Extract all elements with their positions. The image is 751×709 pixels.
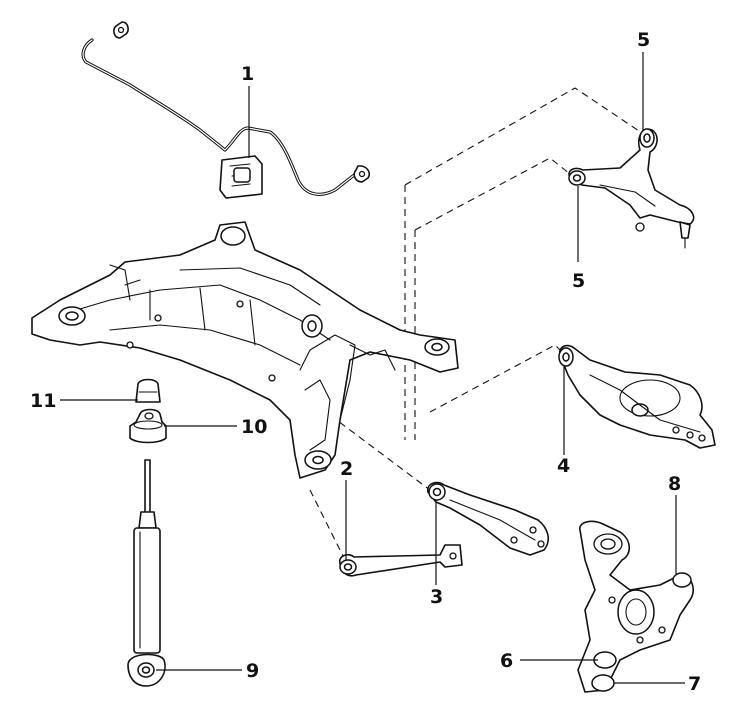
callout-8: 8 xyxy=(668,473,681,495)
stabilizer-bar xyxy=(81,21,371,196)
bump-stop xyxy=(135,378,161,403)
lateral-link xyxy=(338,544,463,577)
lower-control-arm xyxy=(558,344,716,449)
callout-7: 7 xyxy=(688,673,701,695)
assembly-guide-lines xyxy=(309,87,643,561)
callout-leaders xyxy=(60,52,685,684)
radius-arm xyxy=(427,481,550,556)
callout-labels: 1 2 3 4 5 5 6 7 8 9 10 11 xyxy=(30,29,701,695)
callout-3: 3 xyxy=(430,586,443,608)
callout-5-lower: 5 xyxy=(572,270,585,292)
callout-10: 10 xyxy=(241,416,267,438)
callout-5-upper: 5 xyxy=(637,29,650,51)
rear-subframe xyxy=(31,221,459,479)
shock-mount xyxy=(129,408,167,444)
callout-1: 1 xyxy=(241,63,254,85)
upper-control-arm xyxy=(568,128,695,249)
callout-6: 6 xyxy=(500,650,513,672)
callout-9: 9 xyxy=(246,660,259,682)
callout-11: 11 xyxy=(30,390,56,412)
shock-absorber xyxy=(127,459,166,687)
callout-4: 4 xyxy=(557,455,570,477)
stabilizer-bushing xyxy=(219,155,263,199)
callout-2: 2 xyxy=(340,458,353,480)
rear-knuckle xyxy=(577,520,694,693)
